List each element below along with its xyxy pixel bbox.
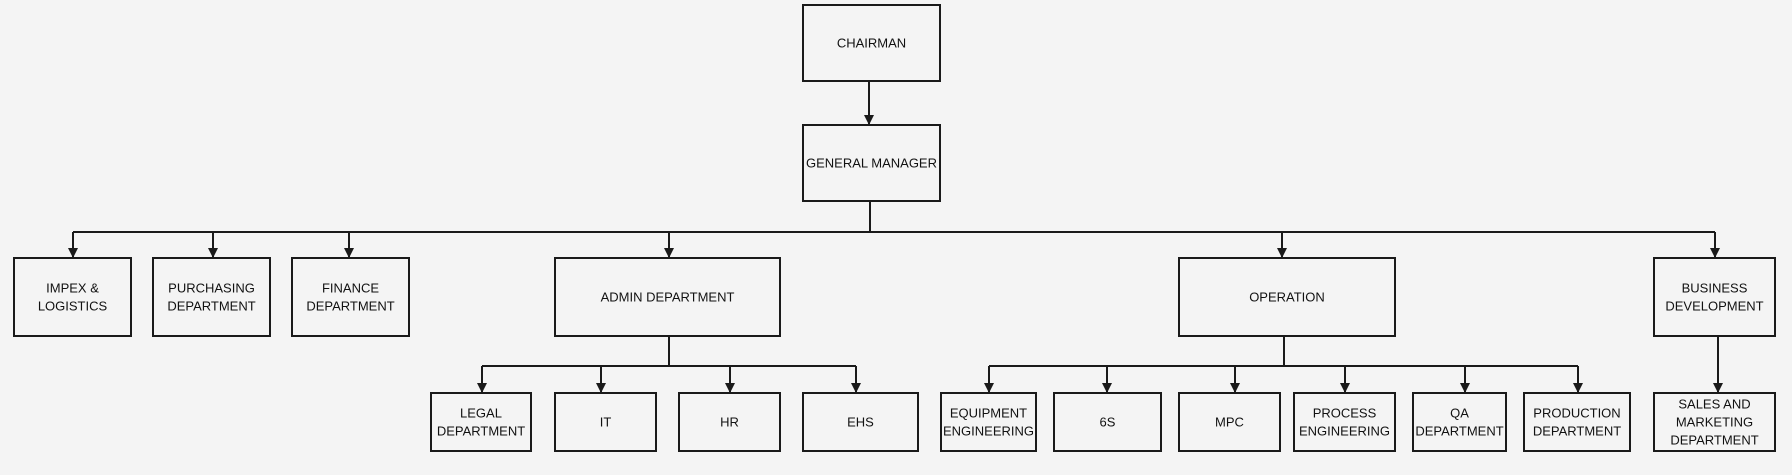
node-legal: LEGAL DEPARTMENT [430,392,532,452]
node-label-business-development: BUSINESS [1682,281,1748,296]
node-label-ehs: EHS [847,415,874,430]
node-box-mpc [1178,392,1281,452]
node-label-six-s: 6S [1100,415,1116,430]
node-process-engineering: PROCESS ENGINEERING [1293,392,1396,452]
node-label-it: IT [600,415,612,430]
node-label-general-manager: GENERAL MANAGER [806,156,937,171]
node-box-purchasing [152,257,271,337]
node-ehs: EHS [802,392,919,452]
node-box-finance [291,257,410,337]
node-label-purchasing: DEPARTMENT [167,299,255,314]
node-box-impex [13,257,132,337]
node-label-hr: HR [720,415,739,430]
node-label-sales-marketing: SALES AND [1678,397,1750,412]
node-label-purchasing: PURCHASING [168,281,255,296]
node-label-process-engineering: ENGINEERING [1299,424,1390,439]
node-label-sales-marketing: MARKETING [1676,415,1753,430]
node-label-mpc: MPC [1215,415,1244,430]
node-label-equipment-engineering: EQUIPMENT [950,406,1027,421]
node-box-hr [678,392,781,452]
node-box-qa [1412,392,1507,452]
node-mpc: MPC [1178,392,1281,452]
node-purchasing: PURCHASING DEPARTMENT [152,257,271,337]
node-label-legal: LEGAL [460,406,502,421]
node-box-process-engineering [1293,392,1396,452]
node-qa: QA DEPARTMENT [1412,392,1507,452]
node-box-equipment-engineering [940,392,1037,452]
node-it: IT [554,392,657,452]
node-equipment-engineering: EQUIPMENT ENGINEERING [940,392,1037,452]
node-box-business-development [1653,257,1776,337]
node-business-development: BUSINESS DEVELOPMENT [1653,257,1776,337]
node-box-operation [1178,257,1396,337]
node-box-six-s [1053,392,1162,452]
node-label-qa: QA [1450,406,1469,421]
nodes: CHAIRMAN GENERAL MANAGER IMPEX & LOGISTICS P… [13,4,1776,452]
node-box-sales-marketing [1653,392,1776,452]
node-label-production: DEPARTMENT [1533,424,1621,439]
node-box-chairman [802,4,941,82]
node-label-qa: DEPARTMENT [1415,424,1503,439]
node-label-impex: IMPEX & [46,281,99,296]
node-label-sales-marketing: DEPARTMENT [1670,433,1758,448]
node-box-ehs [802,392,919,452]
node-label-business-development: DEVELOPMENT [1665,299,1763,314]
node-general-manager: GENERAL MANAGER [802,124,941,202]
node-label-operation: OPERATION [1249,290,1325,305]
node-box-production [1523,392,1631,452]
node-six-s: 6S [1053,392,1162,452]
node-label-finance: DEPARTMENT [306,299,394,314]
node-label-legal: DEPARTMENT [437,424,525,439]
node-chairman: CHAIRMAN [802,4,941,82]
node-box-admin [554,257,781,337]
node-label-impex: LOGISTICS [38,299,108,314]
node-hr: HR [678,392,781,452]
node-label-chairman: CHAIRMAN [837,36,906,51]
node-label-finance: FINANCE [322,281,379,296]
node-production: PRODUCTION DEPARTMENT [1523,392,1631,452]
node-label-process-engineering: PROCESS [1313,406,1377,421]
node-box-legal [430,392,532,452]
node-box-it [554,392,657,452]
connectors [68,81,1723,393]
node-admin: ADMIN DEPARTMENT [554,257,781,337]
node-label-production: PRODUCTION [1533,406,1620,421]
node-impex: IMPEX & LOGISTICS [13,257,132,337]
node-label-admin: ADMIN DEPARTMENT [601,290,735,305]
node-label-equipment-engineering: ENGINEERING [943,424,1034,439]
node-operation: OPERATION [1178,257,1396,337]
node-finance: FINANCE DEPARTMENT [291,257,410,337]
node-sales-marketing: SALES AND MARKETING DEPARTMENT [1653,392,1776,452]
node-box-general-manager [802,124,941,202]
